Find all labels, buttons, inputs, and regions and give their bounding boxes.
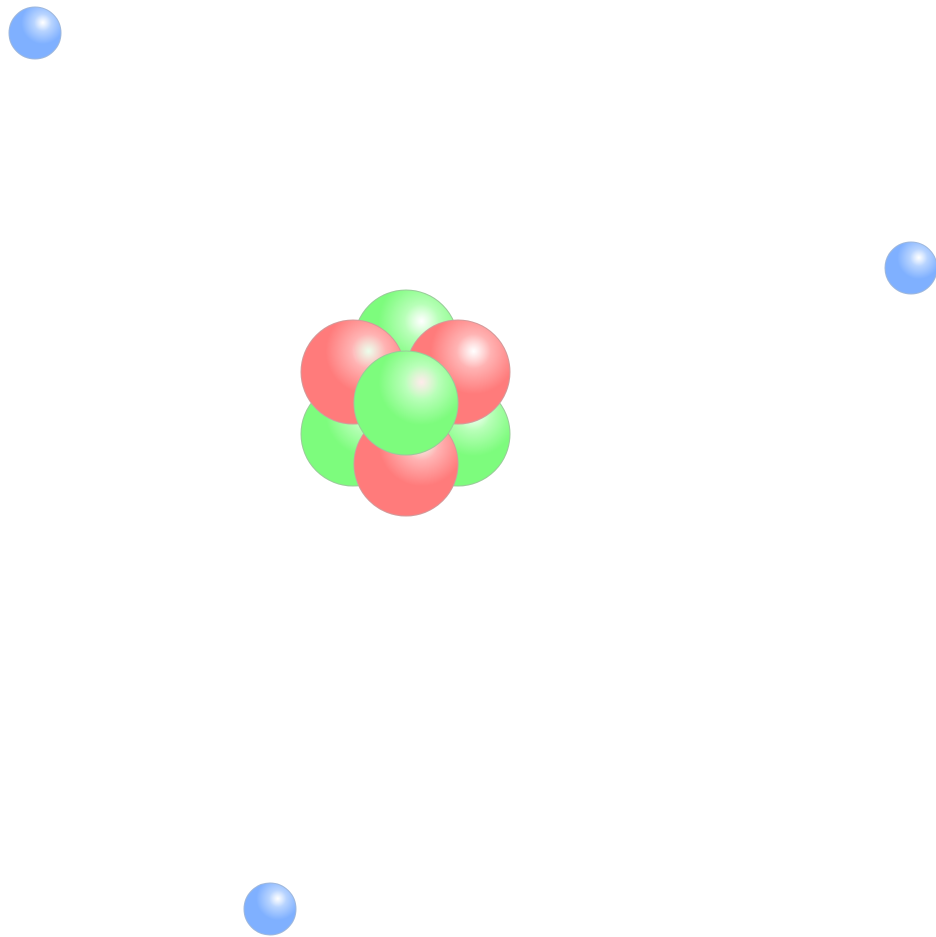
electron-top-left: [9, 7, 61, 59]
neutron-center: [354, 351, 458, 455]
nucleus: [301, 290, 510, 516]
electron-right: [885, 242, 936, 294]
electron-bottom: [244, 883, 296, 935]
